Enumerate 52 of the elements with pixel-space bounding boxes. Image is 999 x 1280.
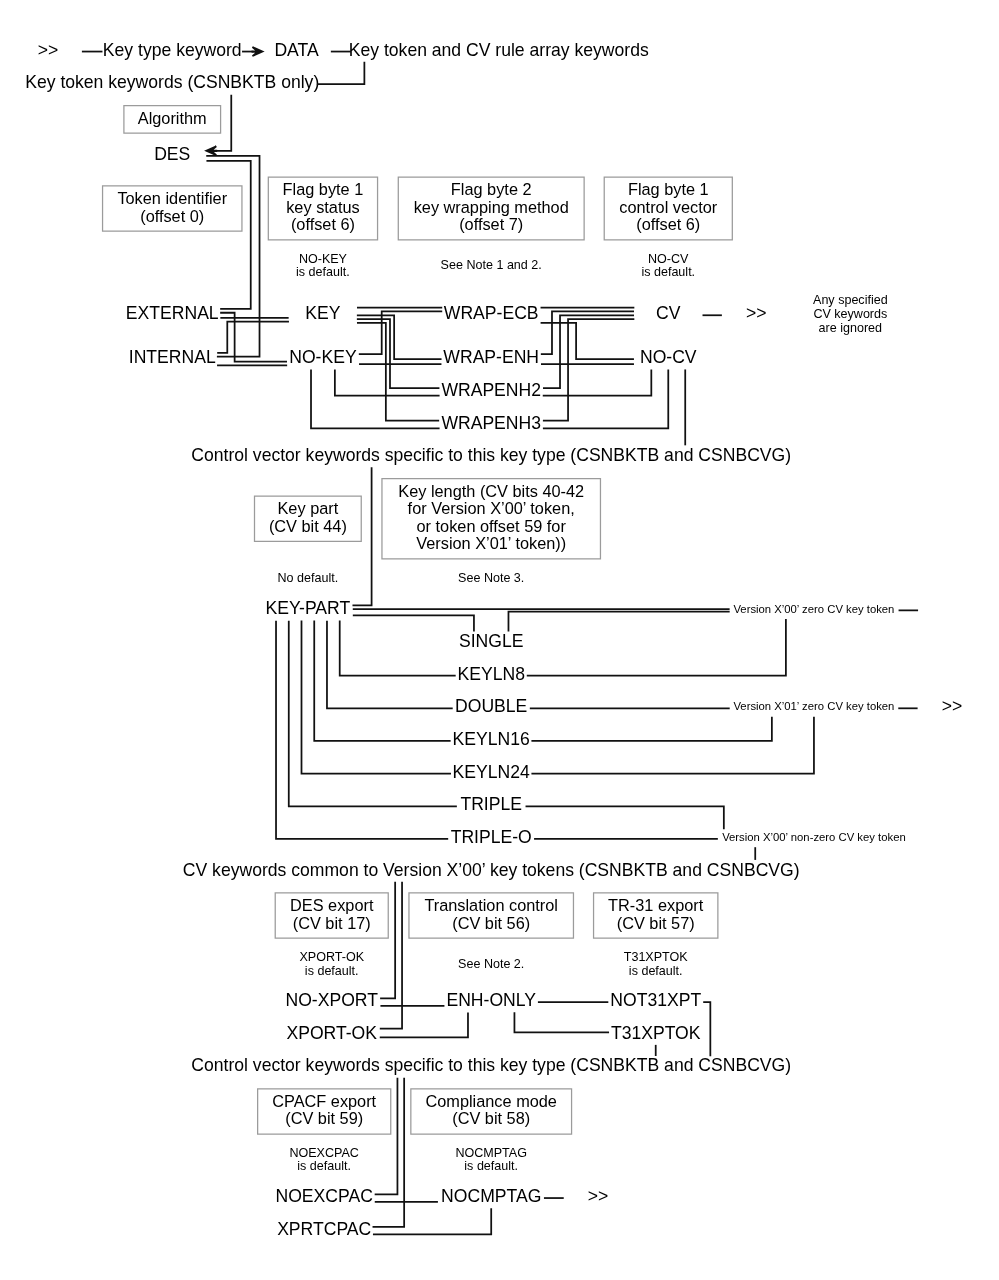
label: See Note 3. [457,570,524,585]
node-text: DATA [273,39,319,60]
node-text: KEY-PART [265,597,350,618]
node-text: XPRTCPAC [276,1218,371,1239]
label: No default. [277,570,338,585]
label: T31XPTOK is default. [623,949,688,978]
node-text: Version X’00’ non-zero CV key token [721,830,906,843]
node-text: >> [941,695,962,716]
node-text: WRAPENH3 [440,412,541,433]
node-text: NOCMPTAG [440,1185,541,1206]
node-text: Key token and CV rule array keywords [348,39,649,60]
node-text: WRAP-ENH [442,346,539,367]
node-text: >> [37,39,58,60]
node-text: Control vector keywords specific to this key type (CSNBKTB and CSNBCVG) [190,444,791,465]
node-text: KEYLN16 [452,728,530,749]
node-text: CV [655,302,680,323]
node-text: NOEXCPAC [275,1185,373,1206]
node-text: Key token keywords (CSNBKTB only) [24,71,319,92]
label: Any specified CV keywords are ignored [812,292,888,335]
node-text: NO-CV [639,346,697,367]
node-text: Version X’01’ zero CV key token [732,699,894,712]
node-text: Version X’00’ zero CV key token [732,602,894,614]
node-text: NO-XPORT [284,989,378,1010]
node-text: T31XPTOK [610,1022,700,1043]
node-text: WRAPENH2 [440,379,541,400]
node-text: Control vector keywords specific to this key type (CSNBKTB and CSNBCVG) [190,1054,791,1075]
node-text: SINGLE [458,630,523,651]
label: See Note 1 and 2. [440,257,542,272]
label: NO-KEY is default. [295,251,350,279]
label: NOCMPTAG is default. [454,1145,527,1173]
label: NO-CV is default. [640,251,695,279]
node-text: INTERNAL [128,346,216,367]
node-text: >> [587,1185,608,1206]
node-text: TRIPLE-O [450,826,532,847]
node-text: XPORT-OK [285,1022,377,1043]
label: NOEXCPAC is default. [288,1145,359,1173]
node-text: ENH-ONLY [445,989,536,1010]
node-text: DES [153,143,190,164]
node-text: WRAP-ECB [443,302,539,323]
node-text: EXTERNAL [125,302,219,323]
node-text: KEYLN24 [452,761,530,782]
label: XPORT-OK is default. [298,949,364,978]
node-text: KEY [304,302,341,323]
node-text: >> [745,302,766,323]
node-text: DOUBLE [454,695,527,716]
node-text: KEYLN8 [457,663,525,684]
node-text: TRIPLE [459,793,522,814]
node-text: Key type keyword [102,39,242,60]
node-text: NOT31XPT [609,989,701,1010]
node-text: NO-KEY [288,346,357,367]
label: See Note 2. [457,956,524,971]
node-text: CV keywords common to Version X’00’ key tokens (CSNBKTB and CSNBCVG) [182,859,800,880]
